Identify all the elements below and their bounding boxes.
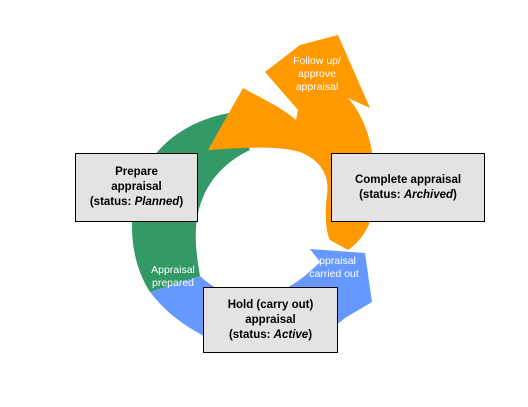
appraisal-carried-out-label: Appraisal carried out [309,255,359,280]
complete-appraisal-box: Complete appraisal (status: Archived) [331,153,485,222]
hold-appraisal-box: Hold (carry out) appraisal (status: Acti… [203,287,338,353]
status-value: Active [273,328,309,341]
status-value: Archived [403,188,454,201]
prepare-appraisal-box: Prepare appraisal (status: Planned) [75,153,198,222]
appraisal-prepared-label: Appraisal prepared [151,264,195,289]
follow-up-arrow-label: Follow up/ approve appraisal [293,55,341,93]
status-value: Planned [134,196,180,208]
